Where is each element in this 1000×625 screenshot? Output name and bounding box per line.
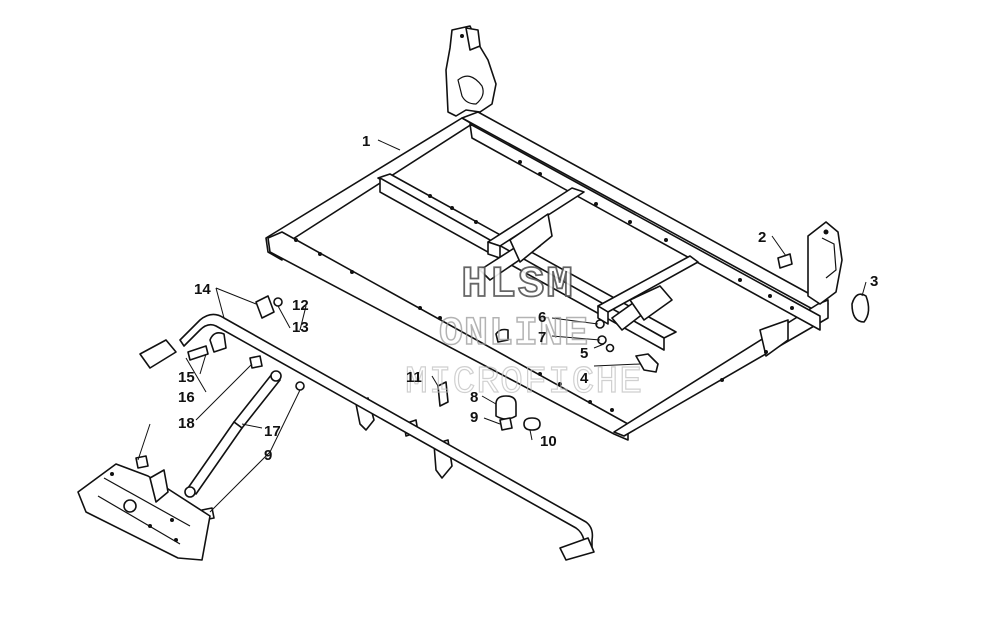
callout-5: 5 (580, 345, 588, 362)
clamp-parts (187, 295, 283, 361)
callout-16: 16 (178, 389, 195, 406)
callout-13: 13 (292, 319, 309, 336)
gas-strut (184, 355, 305, 521)
hardware (437, 319, 659, 431)
callout-4: 4 (580, 370, 589, 387)
callout-2: 2 (758, 229, 766, 246)
callout-12: 12 (292, 297, 309, 314)
callout-14: 14 (194, 281, 211, 298)
callout-11: 11 (406, 369, 422, 386)
watermark-line-3: MICROFICHE (405, 361, 643, 404)
main-frame (265, 111, 829, 441)
callout-3: 3 (870, 273, 878, 290)
callout-17: 17 (264, 423, 281, 440)
callout-9: 9 (470, 409, 478, 426)
watermark: HLSM ONLINE MICROFICHE (404, 259, 643, 405)
callout-8: 8 (470, 389, 478, 406)
callout-7: 7 (538, 329, 546, 346)
callout-6: 6 (538, 309, 546, 326)
watermark-line-1: HLSM (461, 260, 575, 310)
right-bracket (777, 221, 870, 323)
leader-lines (137, 139, 867, 513)
release-rod (139, 313, 595, 561)
callout-15: 15 (178, 369, 195, 386)
rail-holes (294, 160, 794, 412)
callout-9b: 9 (264, 447, 272, 464)
callout-1: 1 (362, 133, 370, 150)
rear-bracket (445, 25, 497, 117)
callout-labels: 1 2 3 4 5 6 7 8 9 10 11 12 13 14 15 16 1… (178, 133, 878, 464)
floor-bracket (77, 455, 211, 561)
watermark-line-2: ONLINE (439, 312, 589, 357)
callout-18: 18 (178, 415, 195, 432)
callout-10: 10 (540, 433, 557, 450)
